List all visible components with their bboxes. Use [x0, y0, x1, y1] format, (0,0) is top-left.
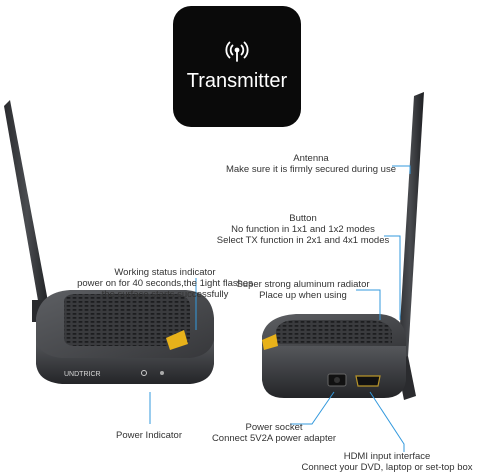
hdmi-title: HDMI input interface	[343, 451, 431, 462]
antenna-line	[392, 165, 411, 174]
side-sticker	[262, 334, 278, 350]
status-indicator-light	[160, 371, 164, 375]
radiator-title: Super strong aluminum radiator	[236, 279, 370, 290]
status-callout: Working status indicator power on for 40…	[56, 267, 274, 300]
hdmi-desc: Connect your DVD, laptop or set-top box	[301, 462, 473, 473]
antenna-callout: Antenna Make sure it is firmly secured d…	[206, 153, 416, 175]
hdmi-callout: HDMI input interface Connect your DVD, l…	[294, 451, 480, 473]
front-sticker	[166, 330, 188, 350]
power-socket-desc: Connect 5V2A power adapter	[211, 433, 337, 444]
front-device: UNDTRICR	[4, 100, 214, 384]
button-line	[384, 235, 401, 320]
button-desc-2: Select TX function in 2x1 and 4x1 modes	[216, 235, 390, 246]
radiator-line	[356, 289, 381, 320]
power-indicator-callout: Power Indicator	[104, 430, 194, 441]
power-socket-callout: Power socket Connect 5V2A power adapter	[204, 422, 344, 444]
power-socket-title: Power socket	[245, 422, 303, 433]
button-title: Button	[289, 213, 317, 224]
status-title: Working status indicator	[114, 267, 216, 278]
power-socket-line	[290, 391, 335, 425]
transmitter-badge: Transmitter	[173, 6, 301, 127]
wireless-broadcast-icon	[225, 41, 249, 62]
hdmi-port	[355, 375, 381, 387]
antenna-title: Antenna	[293, 153, 329, 164]
left-antenna	[4, 100, 50, 312]
right-antenna	[396, 92, 424, 390]
side-device	[262, 92, 424, 400]
hdmi-line	[369, 391, 405, 452]
antenna-desc: Make sure it is firmly secured during us…	[225, 164, 396, 175]
radiator-callout: Super strong aluminum radiator Place up …	[222, 279, 384, 301]
power-indicator-title: Power Indicator	[115, 430, 182, 441]
button-callout: Button No function in 1x1 and 1x2 modes …	[190, 213, 416, 246]
button-desc-1: No function in 1x1 and 1x2 modes	[231, 224, 375, 235]
callout-lines	[149, 165, 411, 452]
status-desc-1: power on for 40 seconds,the 1ight flashe…	[77, 278, 253, 289]
status-desc-2: the surface starts successfully	[101, 289, 229, 300]
badge-title: Transmitter	[186, 70, 288, 92]
radiator-desc: Place up when using	[259, 290, 347, 301]
power-indicator-light	[141, 370, 147, 376]
front-brand-label: UNDTRICR	[64, 371, 101, 378]
